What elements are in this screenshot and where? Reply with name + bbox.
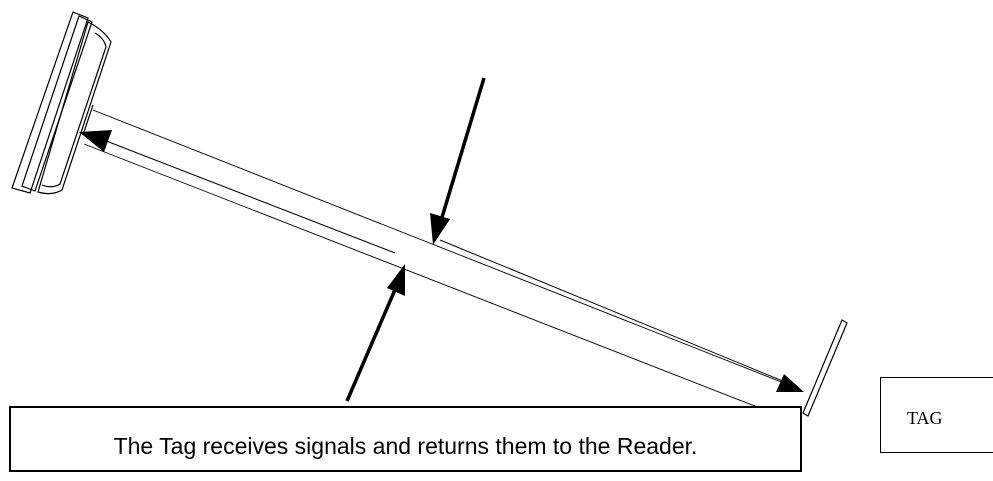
tag-device bbox=[802, 319, 848, 417]
reader-device bbox=[11, 11, 112, 195]
caption-box: The Tag receives signals and returns the… bbox=[9, 406, 802, 472]
pointer-arrow-up bbox=[345, 264, 405, 402]
return-signal-arrow bbox=[79, 130, 396, 254]
caption-text: The Tag receives signals and returns the… bbox=[113, 432, 698, 459]
outgoing-signal-arrow bbox=[439, 239, 804, 392]
signal-beam bbox=[83, 109, 800, 413]
tag-label: TAG bbox=[907, 408, 943, 428]
pointer-arrow-down bbox=[430, 77, 486, 245]
tag-label-box: TAG bbox=[880, 377, 993, 453]
